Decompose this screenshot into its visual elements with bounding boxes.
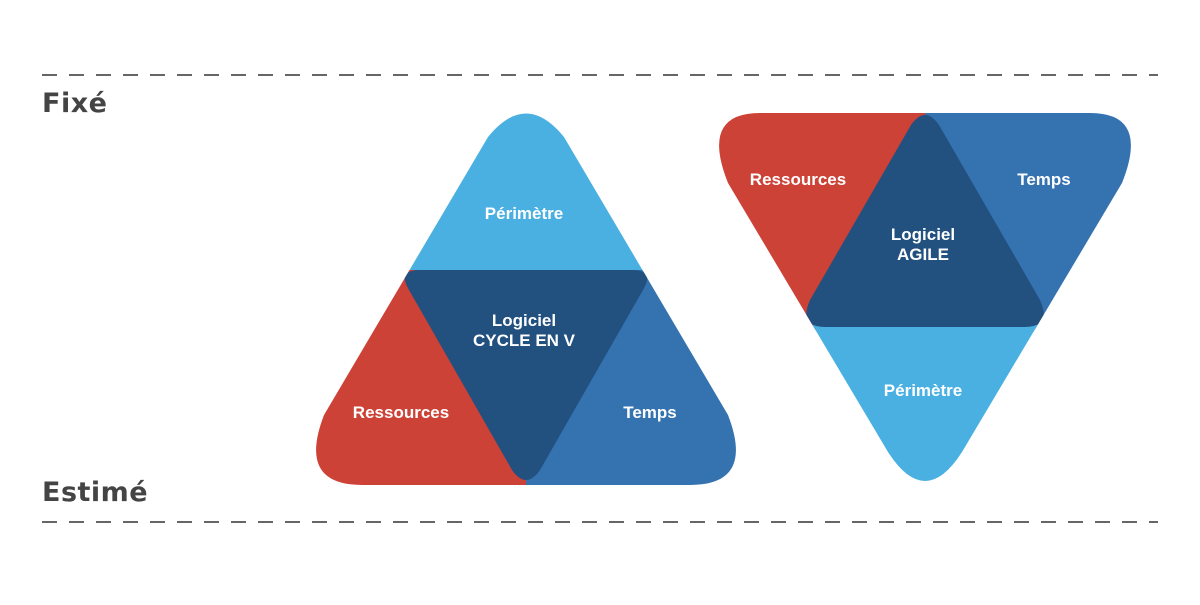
v-cycle-triangle [316, 113, 736, 485]
agile-right-label: Temps [1017, 170, 1071, 189]
agile-bottom-region [719, 325, 1131, 481]
v-cycle-top-label: Périmètre [485, 204, 563, 223]
v-cycle-top-region [316, 113, 736, 280]
v-cycle-left-label: Ressources [353, 403, 449, 422]
v-cycle-center-region [404, 270, 648, 480]
fixed-label: Fixé [42, 88, 108, 119]
agile-center-region [806, 115, 1044, 327]
agile-bottom-label: Périmètre [884, 381, 962, 400]
estimated-label: Estimé [42, 477, 149, 508]
agile-center-line2: AGILE [897, 245, 949, 264]
v-cycle-center-line2: CYCLE EN V [473, 331, 576, 350]
v-cycle-center-line1: Logiciel [492, 311, 556, 330]
v-cycle-right-label: Temps [623, 403, 677, 422]
agile-center-line1: Logiciel [891, 225, 955, 244]
agile-triangle [719, 113, 1131, 481]
agile-left-label: Ressources [750, 170, 846, 189]
